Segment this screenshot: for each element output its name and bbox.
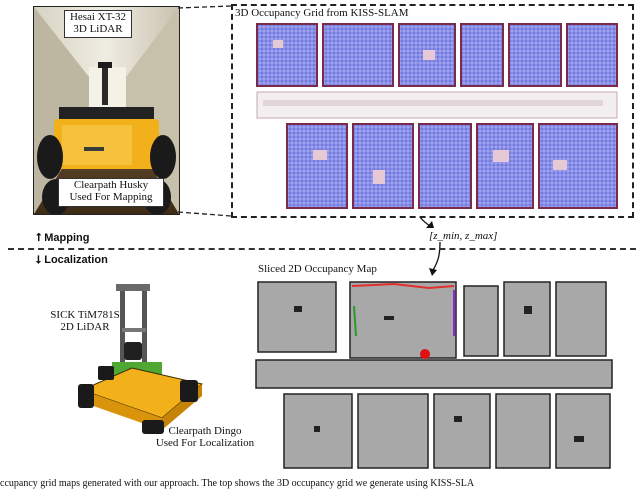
sick-lidar-label-line1: SICK TiM781S (50, 309, 120, 321)
occupancy-map-2d-illustration (254, 276, 614, 472)
lidar-callout: Hesai XT-32 3D LiDAR (64, 10, 132, 38)
lidar-label-line1: Hesai XT-32 (69, 11, 127, 23)
figure-caption: ccupancy grid maps generated with our ap… (0, 478, 475, 489)
dingo-robot-illustration (78, 284, 204, 434)
section-divider (8, 248, 636, 250)
grid-title: 3D Occupancy Grid from KISS-SLAM (235, 7, 409, 19)
slice-range-text: [z_min, z_max] (429, 230, 498, 242)
sick-lidar-label-line2: 2D LiDAR (60, 321, 110, 333)
down-arrow-icon: ⭣ (36, 254, 42, 266)
localization-label: Localization (44, 254, 108, 266)
up-arrow-icon: ⭡ (36, 232, 42, 244)
occupancy-grid-3d-panel: 3D Occupancy Grid from KISS-SLAM (231, 4, 634, 218)
mapping-section-label: ⭡ Mapping (36, 232, 89, 245)
husky-label-line2: Used For Mapping (69, 191, 153, 203)
robot-position-marker (420, 349, 430, 359)
husky-label-line1: Clearpath Husky (73, 179, 149, 191)
slice-range-label: [z_min, z_max] (429, 230, 497, 242)
husky-callout: Clearpath Husky Used For Mapping (58, 178, 164, 207)
occupancy-grid-3d-illustration (256, 23, 618, 209)
mapping-label: Mapping (44, 232, 90, 244)
dingo-label-line2: Used For Localization (155, 437, 255, 449)
sick-lidar-label: SICK TiM781S 2D LiDAR (40, 309, 130, 333)
lidar-label-line2: 3D LiDAR (73, 23, 123, 35)
map-2d-title: Sliced 2D Occupancy Map (258, 263, 377, 275)
localization-section-label: ⭣ Localization (36, 254, 108, 267)
dingo-label-line1: Clearpath Dingo (168, 425, 242, 437)
dingo-label: Clearpath Dingo Used For Localization (150, 425, 260, 449)
